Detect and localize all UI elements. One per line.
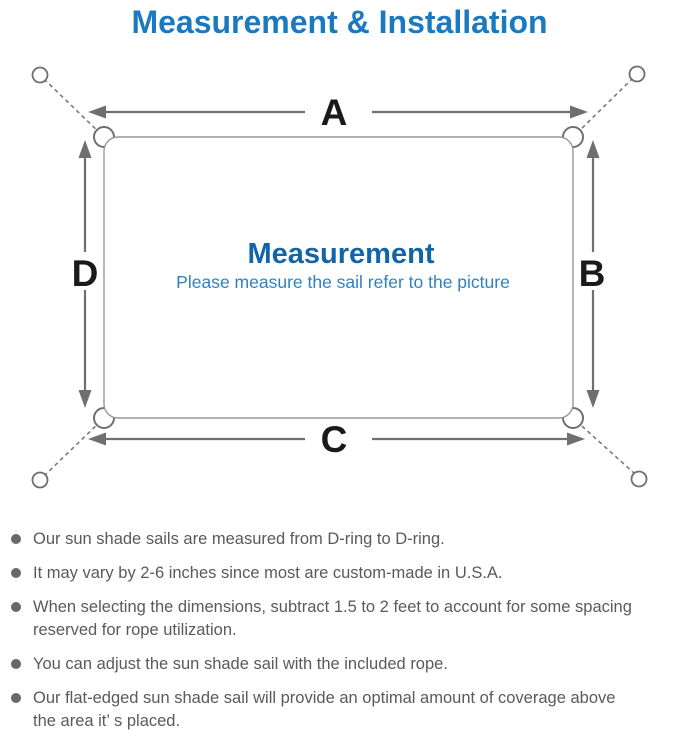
rope-line-top-left	[43, 78, 105, 138]
note-item: You can adjust the sun shade sail with t…	[11, 653, 673, 676]
anchor-ring-icon	[31, 471, 49, 489]
rope-line-top-right	[572, 77, 634, 138]
anchor-ring-icon	[628, 65, 646, 83]
bullet-icon	[11, 659, 21, 669]
anchor-ring-icon	[31, 66, 49, 84]
note-text: When selecting the dimensions, subtract …	[33, 598, 632, 639]
anchor-ring-icon	[630, 470, 648, 488]
dimension-label-b: B	[579, 253, 606, 294]
note-text: Our flat-edged sun shade sail will provi…	[33, 689, 616, 730]
dimension-label-a: A	[321, 92, 348, 133]
diagram-center-title: Measurement	[248, 238, 435, 270]
note-item: Our sun shade sails are measured from D-…	[11, 528, 673, 551]
note-text: It may vary by 2-6 inches since most are…	[33, 564, 503, 582]
bullet-icon	[11, 568, 21, 578]
bullet-icon	[11, 602, 21, 612]
diagram-center-subtitle: Please measure the sail refer to the pic…	[176, 272, 510, 292]
dimension-arrow-b	[586, 140, 600, 408]
rope-line-bottom-right	[572, 417, 636, 475]
rope-line-bottom-left	[43, 417, 105, 477]
dimension-label-d: D	[72, 253, 99, 294]
bullet-icon	[11, 534, 21, 544]
bullet-icon	[11, 693, 21, 703]
note-item: It may vary by 2-6 inches since most are…	[11, 562, 673, 585]
note-text: Our sun shade sails are measured from D-…	[33, 530, 445, 548]
dimension-arrow-a	[88, 105, 588, 119]
notes-list: Our sun shade sails are measured from D-…	[0, 526, 679, 733]
sail-measurement-diagram: A B C D Measurement Please measure the s…	[31, 65, 648, 489]
page-title: Measurement & Installation	[131, 4, 548, 40]
dimension-arrow-d	[78, 140, 92, 408]
sail-outline	[103, 136, 574, 419]
dimension-label-c: C	[321, 419, 348, 460]
note-item: Our flat-edged sun shade sail will provi…	[11, 687, 673, 733]
dimension-arrow-c	[88, 432, 585, 446]
note-text: You can adjust the sun shade sail with t…	[33, 655, 448, 673]
note-item: When selecting the dimensions, subtract …	[11, 596, 673, 642]
